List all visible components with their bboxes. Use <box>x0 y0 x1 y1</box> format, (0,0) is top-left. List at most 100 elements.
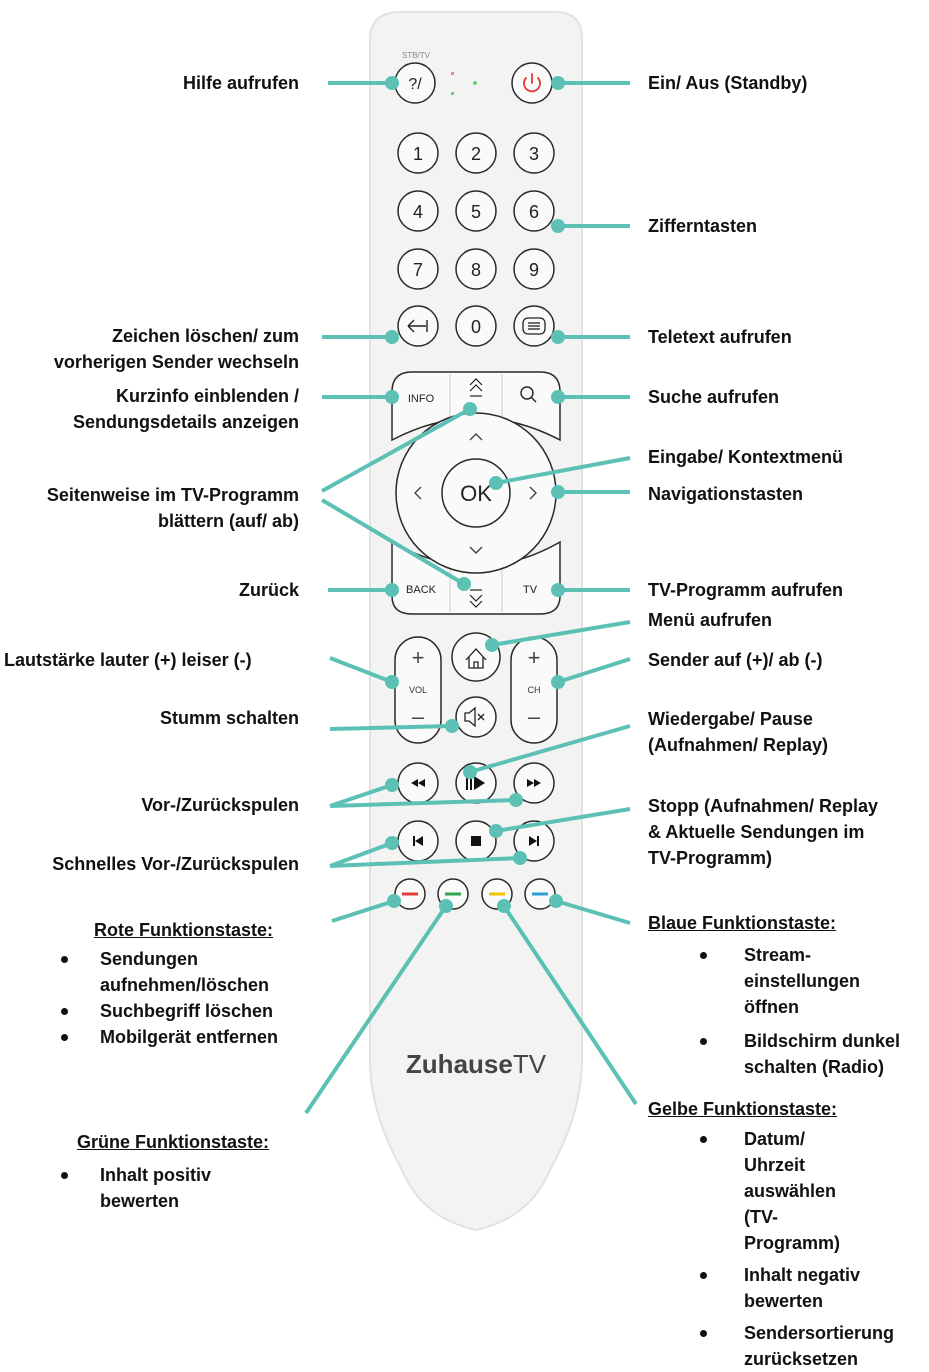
teletext-icon <box>522 317 546 335</box>
fast-forward-icon <box>527 779 541 787</box>
digit-key-1[interactable]: 1 <box>397 132 439 174</box>
digit-key-5[interactable]: 5 <box>455 190 497 232</box>
volume-label: VOL <box>409 685 427 695</box>
dpad-right-icon[interactable] <box>529 486 537 500</box>
info-key[interactable]: INFO <box>408 393 435 405</box>
label-search: Suche aufrufen <box>648 387 780 407</box>
fast-forward-button[interactable] <box>513 762 555 804</box>
backspace-icon <box>407 319 428 333</box>
tv-key[interactable]: TV <box>523 584 538 596</box>
stb-tv-label: STB/TV <box>402 51 431 60</box>
digit-key-3[interactable]: 3 <box>513 132 555 174</box>
page-down-icon[interactable] <box>469 589 483 608</box>
power-icon <box>523 73 541 93</box>
label-tv-guide: TV-Programm aufrufen <box>648 580 844 600</box>
list-item: Sendersortierung zurücksetzen <box>688 1320 894 1372</box>
volume-minus[interactable]: – <box>412 704 425 729</box>
label-info: Kurzinfo einblenden /Sendungsdetails anz… <box>72 386 299 432</box>
digit-key-0[interactable]: 0 <box>455 305 497 347</box>
channel-plus[interactable]: + <box>528 645 541 670</box>
channel-label: CH <box>528 685 541 695</box>
digit-key-7[interactable]: 7 <box>397 248 439 290</box>
digit-key-2[interactable]: 2 <box>455 132 497 174</box>
label-enter: Eingabe/ Kontextmenü <box>648 447 844 467</box>
ok-button[interactable] <box>441 458 511 528</box>
digit-key-6[interactable]: 6 <box>513 190 555 232</box>
led-red <box>451 72 454 75</box>
back-key[interactable]: BACK <box>406 584 437 596</box>
label-stop: Stopp (Aufnahmen/ Replay& Aktuelle Sendu… <box>648 796 879 868</box>
dpad-left-icon[interactable] <box>414 486 422 500</box>
digit-key-9[interactable]: 9 <box>513 248 555 290</box>
skip-back-icon <box>413 836 423 846</box>
mute-icon <box>464 706 485 728</box>
label-channel: Sender auf (+)/ ab (-) <box>648 650 823 670</box>
label-play-pause: Wiedergabe/ Pause(Aufnahmen/ Replay) <box>648 709 829 755</box>
red-section-title: Rote Funktionstaste: <box>94 920 274 940</box>
list-item: Bildschirm dunkel schalten (Radio) <box>688 1028 924 1080</box>
search-icon[interactable] <box>520 386 537 403</box>
ok-button-label: OK <box>460 481 492 506</box>
skip-forward-button[interactable] <box>513 820 555 862</box>
green-section-title: Grüne Funktionstaste: <box>77 1132 270 1152</box>
stop-button[interactable] <box>455 820 497 862</box>
play-pause-icon <box>466 776 485 790</box>
label-rewind: Vor-/Zurückspulen <box>141 795 299 815</box>
yellow-section-title: Gelbe Funktionstaste: <box>648 1099 838 1119</box>
mute-button[interactable] <box>455 696 497 738</box>
red-key[interactable] <box>394 878 426 910</box>
green-section-list: Inhalt positiv bewerten <box>54 1162 254 1214</box>
label-volume: Lautstärke lauter (+) leiser (-) <box>4 650 252 670</box>
rewind-icon <box>411 779 425 787</box>
volume-rocker[interactable] <box>394 636 442 744</box>
channel-minus[interactable]: – <box>528 704 541 729</box>
digit-key-8[interactable]: 8 <box>455 248 497 290</box>
svg-text:8: 8 <box>471 260 481 280</box>
volume-plus[interactable]: + <box>412 645 425 670</box>
callout-dots <box>385 76 565 913</box>
teletext-button[interactable] <box>513 305 555 347</box>
svg-text:2: 2 <box>471 144 481 164</box>
svg-text:7: 7 <box>413 260 423 280</box>
list-item: Inhalt negativ bewerten <box>688 1262 864 1314</box>
home-icon <box>465 648 487 669</box>
callout-lines <box>304 81 638 1115</box>
svg-text:5: 5 <box>471 202 481 222</box>
label-back: Zurück <box>238 580 299 600</box>
digit-key-4[interactable]: 4 <box>397 190 439 232</box>
blue-key[interactable] <box>524 878 556 910</box>
rewind-button[interactable] <box>397 762 439 804</box>
list-item: Suchbegriff löschen <box>54 998 314 1024</box>
help-button-label: ?/ <box>408 76 422 93</box>
help-button[interactable]: ?/ <box>394 62 436 104</box>
skip-forward-icon <box>529 836 539 846</box>
led-green <box>451 92 454 95</box>
label-mute: Stumm schalten <box>159 708 299 728</box>
svg-text:6: 6 <box>529 202 539 222</box>
svg-text:3: 3 <box>529 144 539 164</box>
red-section-list: Sendungen aufnehmen/löschen Suchbegriff … <box>54 946 314 1050</box>
list-item: Datum/ Uhrzeit auswählen (TV-Programm) <box>688 1126 864 1256</box>
label-teletext: Teletext aufrufen <box>648 327 792 347</box>
power-button[interactable] <box>511 62 553 104</box>
remote-diagram: STB/TV ?/ 1 2 3 4 5 6 7 8 9 0 INFO <box>304 11 638 1232</box>
led-dot <box>473 81 477 85</box>
list-item: Inhalt positiv bewerten <box>54 1162 254 1214</box>
page-up-icon[interactable] <box>469 378 483 397</box>
label-help: Hilfe aufrufen <box>182 73 299 93</box>
digit-keys: 1 2 3 4 5 6 7 8 9 0 <box>397 132 555 347</box>
blue-section-list: Stream-einstellungen öffnen Bildschirm d… <box>688 942 924 1080</box>
svg-text:1: 1 <box>413 144 423 164</box>
skip-back-button[interactable] <box>397 820 439 862</box>
label-fast-skip: Schnelles Vor-/Zurückspulen <box>52 854 299 874</box>
list-item: Stream-einstellungen öffnen <box>688 942 860 1020</box>
dpad-down-icon[interactable] <box>469 546 483 554</box>
delete-button[interactable] <box>397 305 439 347</box>
svg-text:4: 4 <box>413 202 423 222</box>
svg-text:9: 9 <box>529 260 539 280</box>
stop-icon <box>471 836 481 846</box>
brand-logo: ZuhauseTV <box>406 1049 547 1079</box>
list-item: Mobilgerät entfernen <box>54 1024 314 1050</box>
dpad-up-icon[interactable] <box>469 433 483 441</box>
